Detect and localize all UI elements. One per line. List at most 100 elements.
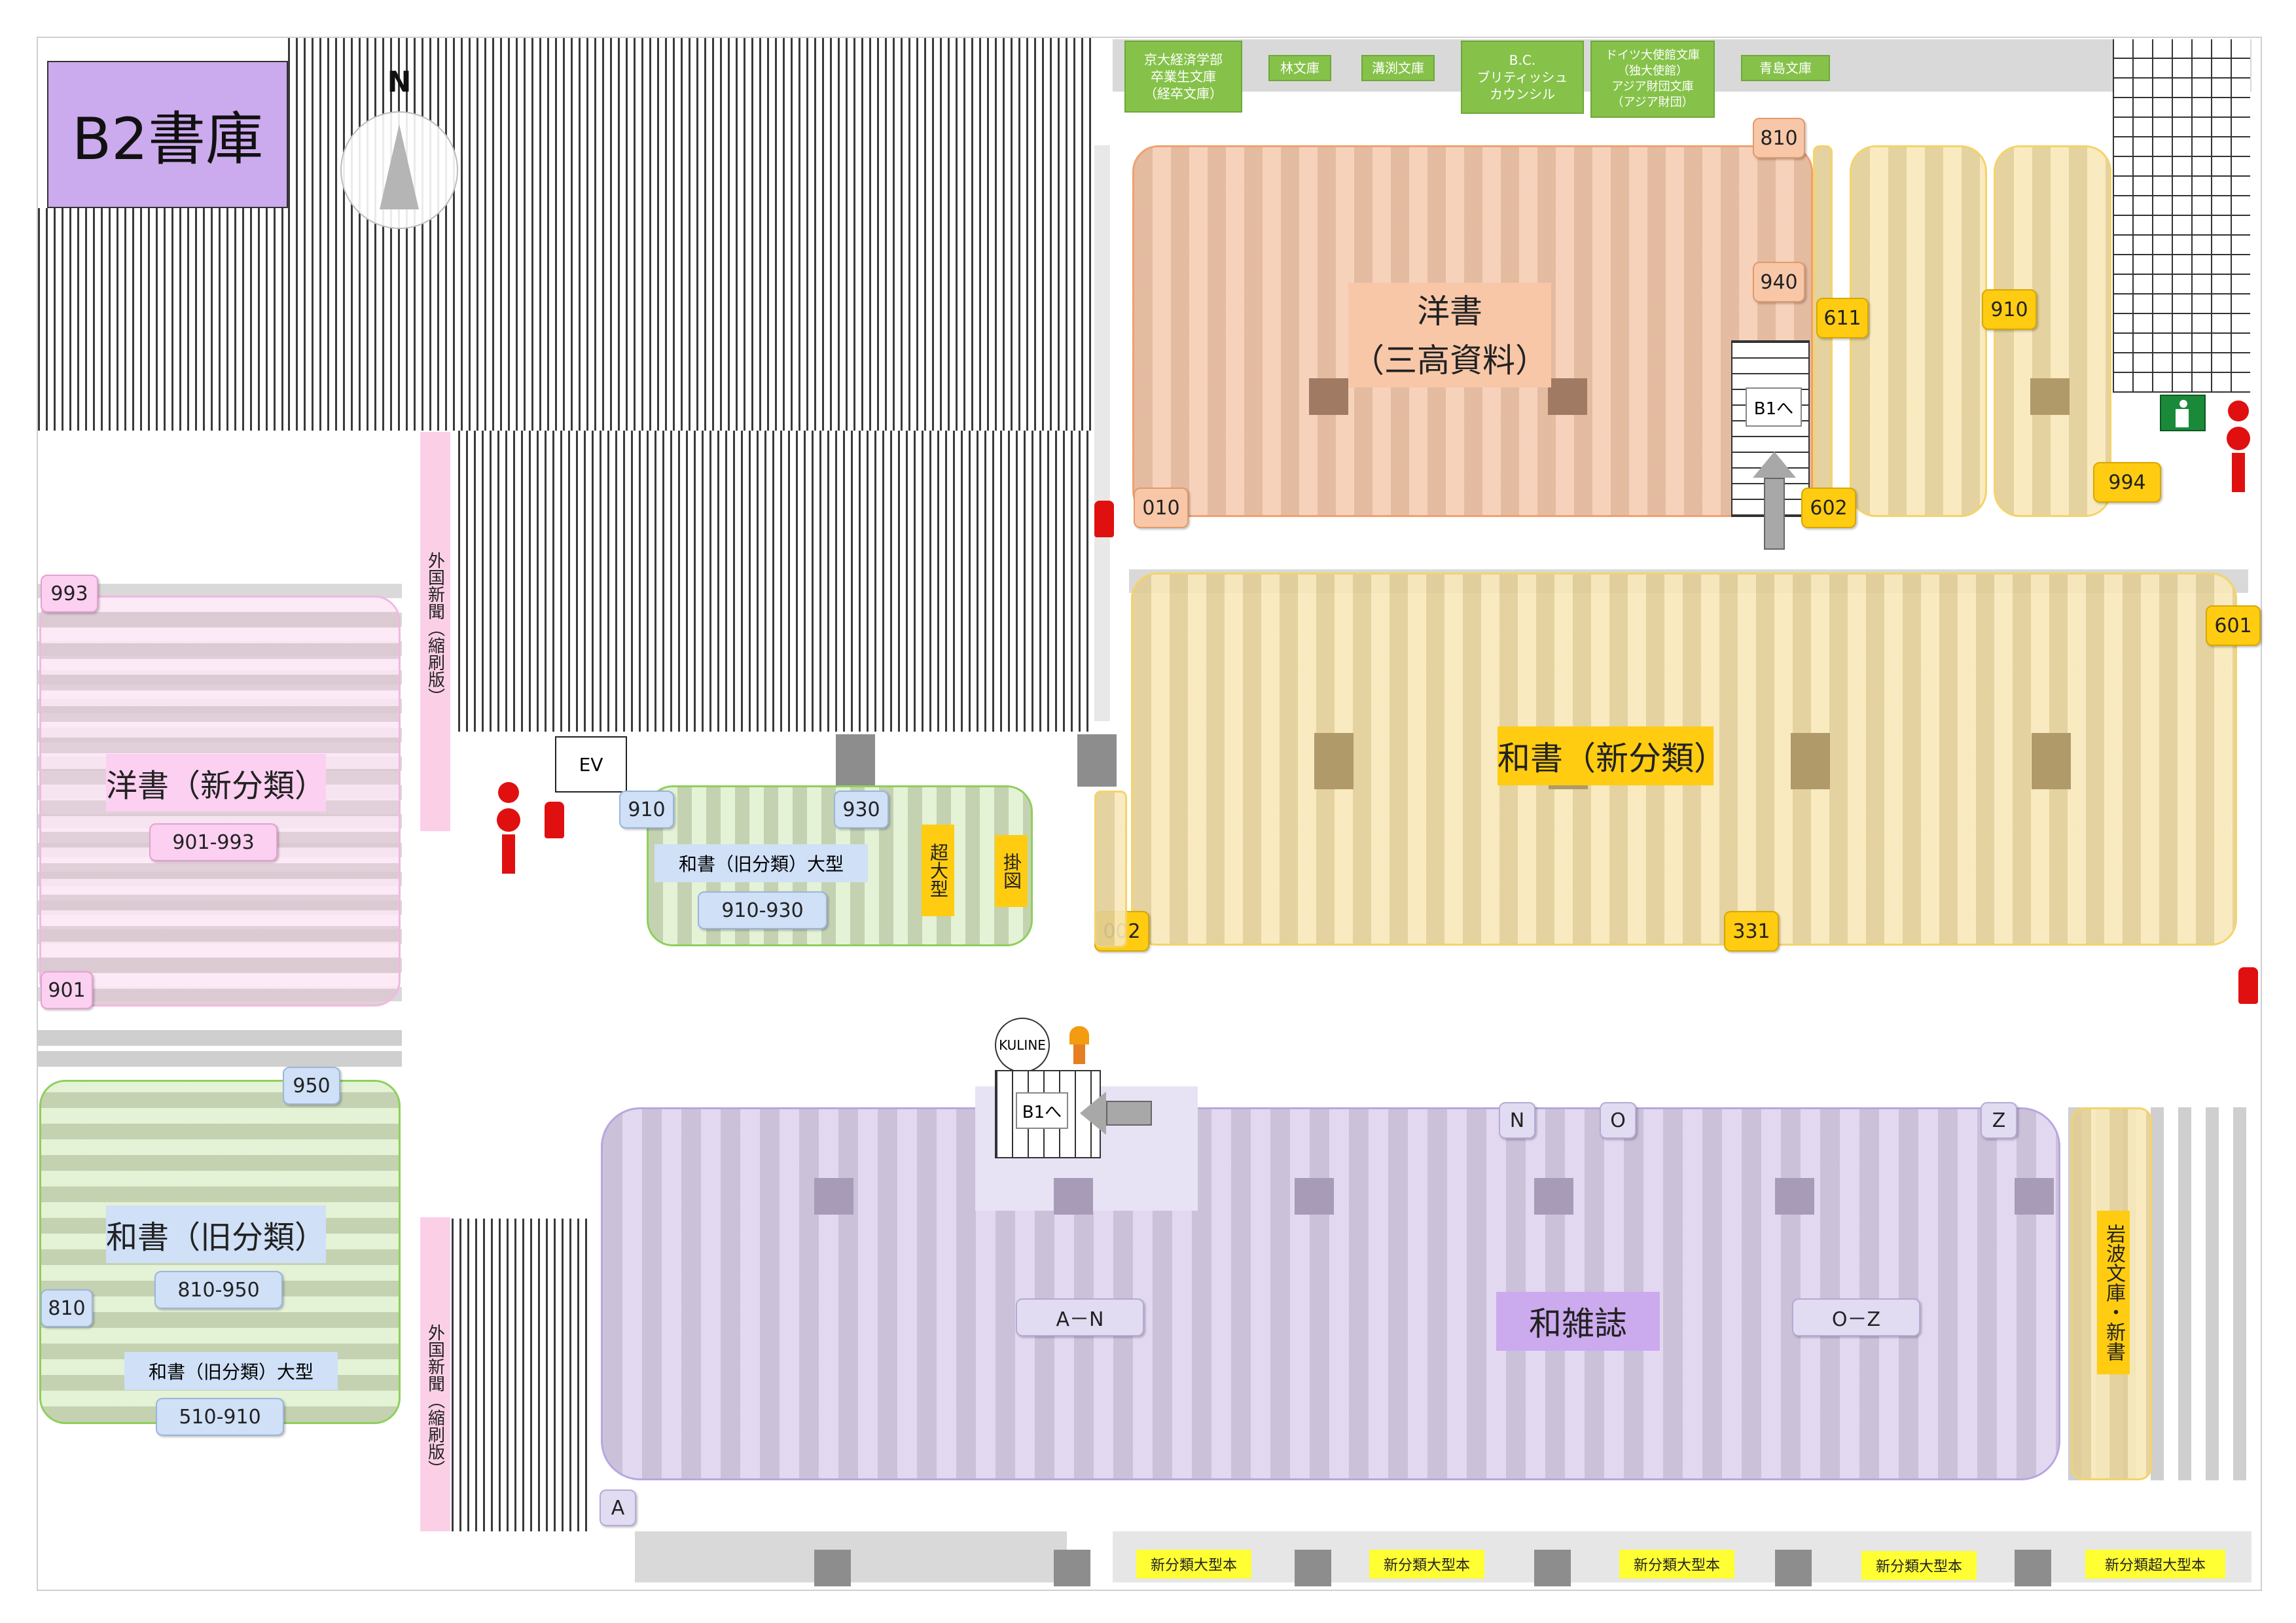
pillar bbox=[814, 1178, 853, 1215]
label-mid-ogata: 和書（旧分類）大型 bbox=[655, 844, 868, 882]
pillar bbox=[1775, 1550, 1812, 1586]
pillar bbox=[1295, 1178, 1334, 1215]
tag-z: Z bbox=[1981, 1102, 2017, 1139]
tag-611: 611 bbox=[1816, 298, 1869, 338]
tag-n: N bbox=[1499, 1102, 1535, 1139]
tag-930: 930 bbox=[834, 791, 889, 829]
label-kakezu: 掛図 bbox=[995, 835, 1028, 907]
floor-title: B2書庫 bbox=[47, 61, 288, 208]
tag-993: 993 bbox=[41, 575, 98, 613]
fire-hydrant-icon bbox=[2224, 401, 2253, 492]
warning-light-icon bbox=[1066, 1021, 1093, 1067]
pillar bbox=[836, 734, 875, 787]
range-510-910: 510-910 bbox=[156, 1398, 284, 1436]
compass: N bbox=[340, 65, 458, 229]
pillar bbox=[2032, 733, 2071, 789]
zone-label-washo-shinbunrui: 和書（新分類） bbox=[1498, 726, 1727, 785]
stairs-to-b1-top[interactable]: B1へ bbox=[1731, 340, 1810, 517]
zone-label-line1: 洋書 bbox=[1417, 293, 1482, 330]
zone-label-line2: （三高資料） bbox=[1352, 342, 1548, 380]
tag-910-top: 910 bbox=[1982, 289, 2037, 330]
range-910-930: 910-930 bbox=[698, 891, 827, 929]
tag-a: A bbox=[600, 1489, 636, 1526]
label-hayashi-bunko: 林文庫 bbox=[1268, 55, 1331, 81]
fire-extinguisher-icon bbox=[1094, 501, 1114, 537]
grid-shelving-topright bbox=[2113, 39, 2250, 393]
newspapers-top: 外国新聞（縮刷版） bbox=[420, 432, 450, 831]
label-keisotsu-bunko: 京大経済学部 卒業生文庫 （経卒文庫） bbox=[1124, 41, 1242, 113]
label-german-embassy: ドイツ大使館文庫 （独大使館） アジア財団文庫 （アジア財団） bbox=[1590, 41, 1715, 118]
newspapers-top-label: 外国新聞（縮刷版） bbox=[425, 552, 445, 705]
tag-601: 601 bbox=[2206, 605, 2261, 646]
pillar bbox=[2015, 1178, 2054, 1215]
pillar bbox=[1309, 378, 1348, 415]
label-chou-ogata: 超大型 bbox=[922, 825, 954, 916]
pillar bbox=[1054, 1550, 1090, 1586]
tag-o: O bbox=[1600, 1102, 1636, 1139]
pillar bbox=[814, 1550, 851, 1586]
zone-yellow-small bbox=[1094, 791, 1127, 948]
note-large-books-4: 新分類大型本 bbox=[1861, 1551, 1977, 1580]
range-810-950: 810-950 bbox=[154, 1271, 283, 1309]
compass-north-label: N bbox=[387, 65, 412, 99]
pillar bbox=[1791, 733, 1830, 789]
stairs-label: B1へ bbox=[1746, 387, 1802, 427]
fire-extinguisher-icon bbox=[545, 802, 564, 838]
newspapers-bottom: 外国新聞（縮刷版） bbox=[420, 1217, 450, 1531]
wall-strip bbox=[1094, 145, 1110, 721]
label-iwanami: 岩波文庫・新書 bbox=[2097, 1211, 2130, 1374]
zone-yellow-910 bbox=[1994, 145, 2111, 517]
tag-010: 010 bbox=[1134, 488, 1189, 528]
arrow-left-icon bbox=[1080, 1092, 1152, 1135]
tag-950: 950 bbox=[283, 1067, 340, 1105]
label-seito-bunko: 青島文庫 bbox=[1741, 55, 1830, 81]
range-a-n: A－N bbox=[1016, 1298, 1144, 1336]
zone-yellow-611 bbox=[1850, 145, 1987, 517]
label-kyubunrui-ogata: 和書（旧分類）大型 bbox=[124, 1352, 338, 1390]
compact-shelving-center bbox=[458, 431, 1093, 732]
pillar bbox=[1295, 1550, 1331, 1586]
range-o-z: O－Z bbox=[1792, 1298, 1920, 1336]
fire-extinguisher-icon bbox=[2238, 967, 2258, 1004]
bottom-shelf bbox=[870, 1531, 1067, 1582]
tag-901: 901 bbox=[41, 971, 93, 1009]
compact-shelving-bottomleft bbox=[452, 1219, 590, 1531]
pillar bbox=[1775, 1178, 1814, 1215]
zone-wazasshi bbox=[601, 1107, 2060, 1480]
tag-810-top: 810 bbox=[1753, 118, 1805, 158]
tag-810-left: 810 bbox=[41, 1289, 93, 1327]
zone-label-yosho-shinbunrui: 洋書（新分類） bbox=[106, 754, 326, 812]
range-901-993: 901-993 bbox=[149, 823, 278, 861]
compass-arrow-icon bbox=[380, 124, 419, 209]
elevator[interactable]: EV bbox=[555, 736, 627, 793]
note-large-books-1: 新分類大型本 bbox=[1136, 1550, 1251, 1578]
zone-label-wazasshi: 和雑誌 bbox=[1496, 1292, 1660, 1351]
zone-label-washo-kyubunrui: 和書（旧分類） bbox=[106, 1205, 326, 1263]
pillar bbox=[1534, 1550, 1571, 1586]
exit-sign-icon bbox=[2160, 395, 2206, 431]
shelving-band bbox=[38, 1027, 402, 1067]
tag-940: 940 bbox=[1753, 262, 1805, 302]
note-large-books-3: 新分類大型本 bbox=[1619, 1550, 1734, 1578]
label-mizobuchi-bunko: 溝渕文庫 bbox=[1361, 55, 1435, 81]
note-super-large-books: 新分類超大型本 bbox=[2085, 1550, 2225, 1578]
pillar bbox=[2015, 1550, 2051, 1586]
tag-331: 331 bbox=[1724, 911, 1779, 952]
newspapers-bottom-label: 外国新聞（縮刷版） bbox=[425, 1324, 445, 1477]
tag-602: 602 bbox=[1801, 488, 1856, 528]
zone-label-box: 洋書 （三高資料） bbox=[1348, 283, 1551, 387]
tag-910-mid: 910 bbox=[619, 791, 674, 829]
fire-hydrant-icon bbox=[494, 782, 523, 877]
tag-994: 994 bbox=[2093, 462, 2161, 503]
pillar bbox=[1077, 734, 1117, 787]
compact-shelving-topleft bbox=[38, 208, 288, 431]
label-british-council: B.C. ブリティッシュ カウンシル bbox=[1461, 41, 1584, 114]
arrow-up-icon bbox=[1753, 452, 1796, 550]
pillar bbox=[1054, 1178, 1093, 1215]
pillar bbox=[1314, 733, 1354, 789]
map-frame bbox=[37, 37, 2262, 1591]
pillar bbox=[1534, 1178, 1573, 1215]
pillar bbox=[1548, 378, 1587, 415]
kuline-terminal[interactable]: KULINE bbox=[995, 1018, 1050, 1073]
pillar bbox=[2030, 378, 2070, 415]
